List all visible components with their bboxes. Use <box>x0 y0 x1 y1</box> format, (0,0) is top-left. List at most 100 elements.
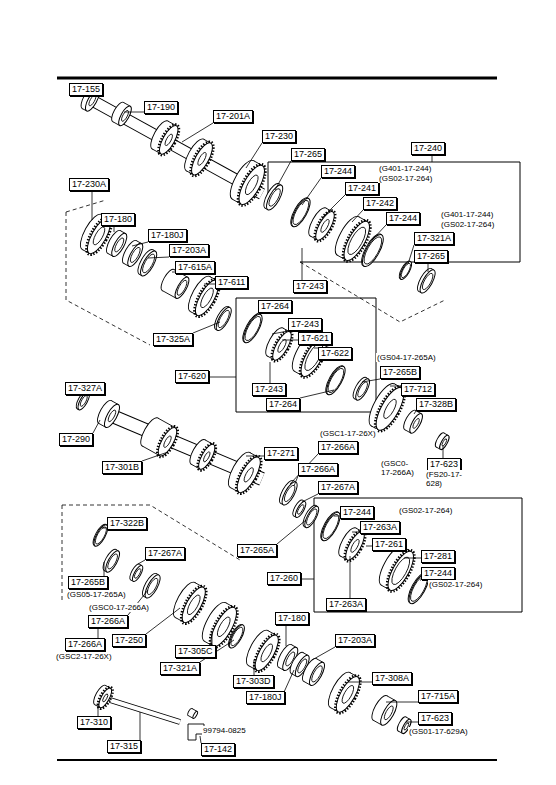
ring-part <box>287 195 313 229</box>
callout-number: 17-190 <box>147 102 175 112</box>
ring-part <box>434 432 451 451</box>
callout-number: 17-266A <box>68 639 102 649</box>
callout-number: 17-265B <box>71 577 105 587</box>
leader-line <box>272 331 288 334</box>
group-brackets <box>236 162 522 612</box>
ring-part <box>401 408 425 434</box>
callout-number: 17-243 <box>255 384 283 394</box>
leader-line <box>148 257 169 258</box>
callout-box: 17-265B <box>380 366 420 379</box>
callout-number: 17-180J <box>151 230 184 240</box>
gear <box>242 627 284 675</box>
callout-box: 17-267A <box>318 481 358 494</box>
leader-line <box>372 225 386 240</box>
callout-number: 17-265B <box>383 367 417 377</box>
leader-line <box>302 178 321 205</box>
ring-part <box>239 311 265 345</box>
callout-number: 17-308A <box>375 673 409 683</box>
leader-line <box>98 704 99 716</box>
callout-box: 17-260 <box>267 572 301 585</box>
gear <box>262 325 296 364</box>
callout-number: 17-290 <box>62 434 90 444</box>
callout-number: 17-712 <box>404 384 432 394</box>
note-text: (GS02-17-264) <box>378 174 433 183</box>
bottom-rule <box>57 759 497 761</box>
ring-part <box>397 260 414 281</box>
callout-number: 17-267A <box>148 548 182 558</box>
callout-number: 17-315 <box>110 741 138 751</box>
gear <box>305 205 339 244</box>
callout-box: 17-242 <box>363 197 397 210</box>
leader-line <box>92 191 93 220</box>
leader-line <box>200 736 201 743</box>
ring-part <box>261 181 286 212</box>
callout-box: 17-263A <box>360 521 400 534</box>
callout-number: 17-621 <box>301 333 329 343</box>
note-text: (GSC0-17-266A) <box>88 603 150 612</box>
note-text: 99794-0825 <box>202 726 247 735</box>
leader-line <box>275 161 291 190</box>
callout-box: 17-264 <box>266 398 300 411</box>
callout-number: 17-328B <box>419 399 453 409</box>
callout-box: 17-230A <box>69 178 109 191</box>
ring-part <box>369 693 400 727</box>
callout-box: 17-266A <box>88 615 128 628</box>
gear <box>224 449 266 497</box>
leader-line <box>209 377 236 378</box>
callout-box: 17-715A <box>418 690 458 703</box>
callout-box: 17-712 <box>401 383 435 396</box>
callout-number: 17-322B <box>110 518 144 528</box>
ring-part <box>109 100 134 127</box>
ring-part <box>350 375 372 402</box>
leader-line <box>294 476 298 486</box>
leader-line <box>193 322 220 333</box>
callout-box: 17-266A <box>65 638 105 651</box>
leader-line <box>285 670 294 691</box>
callout-box: 17-615A <box>175 261 215 274</box>
callout-box: 17-305C <box>175 645 216 658</box>
leader-line <box>348 682 372 683</box>
leader-line <box>182 123 213 142</box>
callout-number: 17-240 <box>414 143 442 153</box>
leader-line <box>386 702 418 703</box>
callout-number: 17-620 <box>178 371 206 381</box>
callout-number: 17-244 <box>389 213 417 223</box>
callout-number: 17-142 <box>204 744 232 754</box>
leader-line <box>404 558 421 559</box>
leader-line <box>362 379 380 382</box>
leader-line <box>350 556 351 598</box>
leader-line <box>390 386 401 387</box>
leader-line <box>277 520 306 544</box>
callout-number: 17-230 <box>265 131 293 141</box>
callout-box: 17-142 <box>201 743 235 756</box>
leader-line <box>98 628 99 638</box>
callout-number: 17-266A <box>91 616 125 626</box>
callout-box: 17-265 <box>291 148 325 161</box>
callout-box: 17-230 <box>262 130 296 143</box>
callout-box: 17-321A <box>160 662 200 675</box>
callout-number: 17-230A <box>72 179 106 189</box>
leader-line <box>146 608 180 634</box>
callout-box: 17-244 <box>321 165 355 178</box>
ring-part <box>212 304 235 332</box>
parts <box>74 85 451 740</box>
ring-part <box>187 708 199 719</box>
callout-box: 17-261 <box>372 538 406 551</box>
callout-number: 17-155 <box>72 84 100 94</box>
callout-number: 17-271 <box>267 448 295 458</box>
callout-number: 17-266A <box>321 442 355 452</box>
callout-box: 17-321A <box>414 232 454 245</box>
callout-box: 17-264 <box>258 300 292 313</box>
callout-box: 17-244 <box>421 567 455 580</box>
gear <box>91 683 115 711</box>
leader-line <box>302 494 318 502</box>
top-rule <box>57 77 497 80</box>
callout-box: 17-290 <box>59 433 93 446</box>
callout-box: 17-303D <box>233 675 274 688</box>
ring-part <box>415 266 438 295</box>
callout-number: 17-201A <box>216 111 250 121</box>
callout-number: 17-244 <box>324 166 352 176</box>
callout-number: 17-241 <box>348 183 376 193</box>
callout-number: 17-623 <box>430 459 458 469</box>
leader-line <box>142 452 168 461</box>
